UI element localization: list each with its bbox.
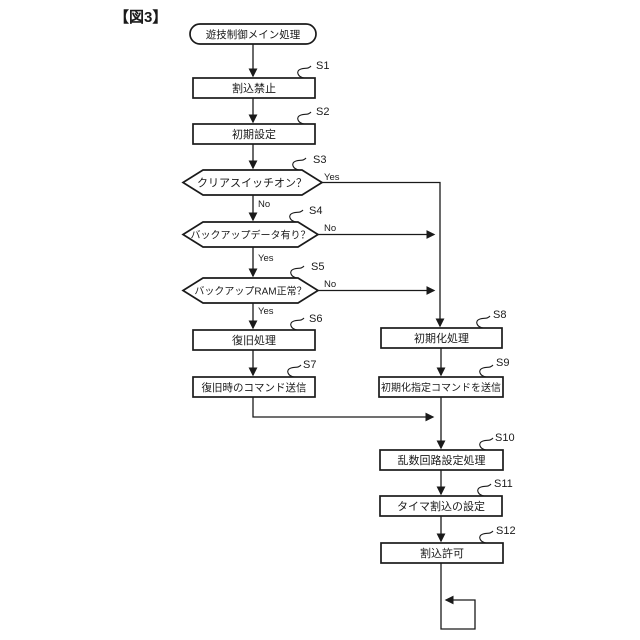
step-tag-s12: S12 [496,525,516,537]
start-node-label: 遊技制御メイン処理 [206,28,301,41]
step-tag-s7: S7 [303,359,316,371]
step-tag-s5: S5 [311,261,324,273]
reference-curve-s6 [290,317,305,331]
process-label-s6: 復旧処理 [232,334,276,347]
process-box-s8 [380,327,503,349]
reference-curve-s7 [287,364,302,378]
process-label-s10: 乱数回路設定処理 [398,453,486,467]
step-tag-s9: S9 [496,357,509,369]
step-tag-s2: S2 [316,106,329,118]
branch-label-s5-no: No [324,279,336,290]
branch-label-s3-yes: Yes [324,172,340,183]
process-label-s7: 復旧時のコマンド送信 [202,381,307,394]
step-tag-s3: S3 [313,154,326,166]
step-tag-s4: S4 [309,205,322,217]
process-label-s2: 初期設定 [232,127,276,141]
decision-label-s4: バックアップデータ有り？ [191,229,311,242]
process-box-s12 [380,542,504,564]
process-box-s2 [192,123,316,145]
edge-main-loop [440,563,476,630]
decision-s3 [181,169,324,196]
start-node [189,23,317,45]
branch-label-s4-no: No [324,223,336,234]
process-box-s7 [192,376,316,398]
step-tag-s6: S6 [309,313,322,325]
reference-curve-s2 [297,111,312,125]
process-box-s11 [379,495,503,517]
decision-s5 [181,277,320,304]
decision-label-s3: クリアスイッチオン？ [197,177,307,190]
branch-label-s5-yes: Yes [258,306,274,317]
process-label-s1: 割込禁止 [232,81,276,95]
reference-curve-s8 [476,315,491,329]
decision-s4 [181,221,320,248]
step-tag-s8: S8 [493,309,506,321]
figure-title: 【図3】 [114,8,167,26]
process-label-s12: 割込許可 [420,546,464,560]
reference-curve-s5 [290,265,305,279]
process-box-s9 [378,376,504,398]
reference-curve-s4 [289,209,304,223]
step-tag-s10: S10 [495,432,515,444]
process-label-s11: タイマ割込の設定 [397,499,485,513]
process-label-s9: 初期化指定コマンドを送信 [381,381,501,394]
process-box-s1 [192,77,316,99]
edge-s3-yes-s8 [322,181,445,328]
process-label-s8: 初期化処理 [414,331,469,345]
process-box-s6 [192,329,316,351]
reference-curve-s12 [479,530,494,544]
reference-curve-s11 [477,483,492,497]
step-tag-s11: S11 [494,478,513,490]
branch-label-s3-no: No [258,199,270,210]
reference-curve-s10 [479,437,494,451]
branch-label-s4-yes: Yes [258,253,274,264]
reference-curve-s9 [479,364,494,378]
process-box-s10 [379,449,504,471]
step-tag-s1: S1 [316,60,329,72]
reference-curve-s1 [297,65,312,79]
decision-label-s5: バックアップRAM正常？ [194,285,306,298]
reference-curve-s3 [292,157,307,171]
edge-s7-merge [252,397,435,422]
